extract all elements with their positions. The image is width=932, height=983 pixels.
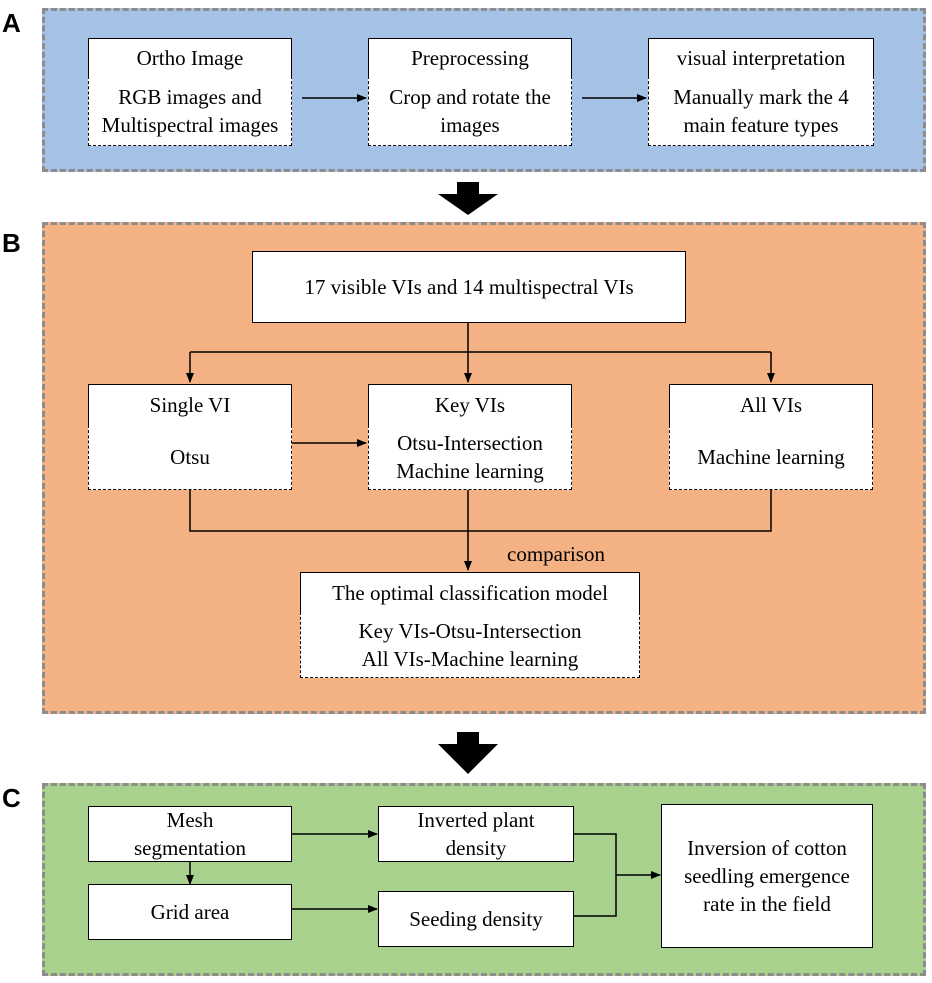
optimal-body-line-2: All VIs-Machine learning bbox=[361, 646, 579, 671]
key-vis-title-text: Key VIs bbox=[434, 393, 506, 417]
inversion-box: Inversion of cotton seedling emergence r… bbox=[661, 804, 873, 948]
line-inverted-merge bbox=[574, 833, 617, 917]
single-vi-body: Otsu bbox=[88, 425, 292, 490]
comparison-label: comparison bbox=[507, 542, 605, 566]
panel-letter-b: B bbox=[2, 228, 21, 258]
panel-letter-c: C bbox=[2, 783, 21, 813]
optimal-model-title: The optimal classification model bbox=[300, 572, 640, 613]
pre-body-line-1: Crop and rotate the bbox=[389, 84, 551, 109]
line-merge bbox=[189, 490, 772, 532]
optimal-model-body: Key VIs-Otsu-Intersection All VIs-Machin… bbox=[300, 612, 640, 678]
vis-body-line-2: main feature types bbox=[683, 112, 839, 137]
visual-interpretation-body: Manually mark the 4 main feature types bbox=[648, 76, 874, 146]
key-vis-body-line-2: Machine learning bbox=[396, 459, 544, 483]
inverted-plant-density-box: Inverted plant density bbox=[378, 806, 574, 862]
inverted-line-2: density bbox=[445, 836, 507, 860]
preprocessing-title-text: Preprocessing bbox=[411, 45, 529, 70]
key-vis-title: Key VIs bbox=[368, 384, 572, 426]
vis-count-text: 17 visible VIs and 14 multispectral VIs bbox=[304, 275, 634, 299]
inversion-line-1: Inversion of cotton bbox=[687, 836, 847, 860]
seeding-density-text: Seeding density bbox=[409, 907, 543, 931]
mesh-segmentation-box: Mesh segmentation bbox=[88, 806, 292, 862]
seeding-density-box: Seeding density bbox=[378, 891, 574, 947]
ortho-body-line-2: Multispectral images bbox=[101, 112, 279, 137]
ortho-image-title: Ortho Image bbox=[88, 38, 292, 77]
all-vis-title-text: All VIs bbox=[739, 393, 803, 417]
key-vis-body-line-1: Otsu-Intersection bbox=[397, 431, 543, 455]
pre-body-line-2: images bbox=[440, 112, 500, 137]
ortho-body-line-1: RGB images and bbox=[118, 84, 262, 109]
all-vis-body-text: Machine learning bbox=[697, 445, 845, 469]
panel-letter-a: A bbox=[2, 8, 21, 38]
optimal-body-line-1: Key VIs-Otsu-Intersection bbox=[358, 618, 582, 643]
single-vi-title: Single VI bbox=[88, 384, 292, 426]
big-arrow-b-to-c bbox=[438, 732, 498, 774]
grid-area-text: Grid area bbox=[150, 900, 230, 924]
inversion-line-3: rate in the field bbox=[703, 892, 831, 916]
preprocessing-title: Preprocessing bbox=[368, 38, 572, 77]
optimal-model-title-text: The optimal classification model bbox=[332, 580, 608, 605]
ortho-image-title-text: Ortho Image bbox=[136, 45, 244, 70]
mesh-line-2: segmentation bbox=[134, 836, 246, 860]
grid-area-box: Grid area bbox=[88, 884, 292, 940]
vis-count-box: 17 visible VIs and 14 multispectral VIs bbox=[252, 251, 686, 323]
all-vis-title: All VIs bbox=[669, 384, 873, 426]
vis-title-text: visual interpretation bbox=[676, 45, 846, 70]
single-vi-body-text: Otsu bbox=[170, 445, 210, 469]
ortho-image-body: RGB images and Multispectral images bbox=[88, 76, 292, 146]
mesh-line-1: Mesh bbox=[166, 808, 214, 832]
all-vis-body: Machine learning bbox=[669, 425, 873, 490]
big-arrow-a-to-b bbox=[438, 182, 498, 215]
inversion-line-2: seedling emergence bbox=[684, 864, 850, 888]
vis-body-line-1: Manually mark the 4 bbox=[673, 84, 849, 109]
single-vi-title-text: Single VI bbox=[149, 393, 231, 417]
visual-interpretation-title: visual interpretation bbox=[648, 38, 874, 77]
preprocessing-body: Crop and rotate the images bbox=[368, 76, 572, 146]
inverted-line-1: Inverted plant bbox=[417, 808, 535, 832]
key-vis-body: Otsu-Intersection Machine learning bbox=[368, 425, 572, 490]
